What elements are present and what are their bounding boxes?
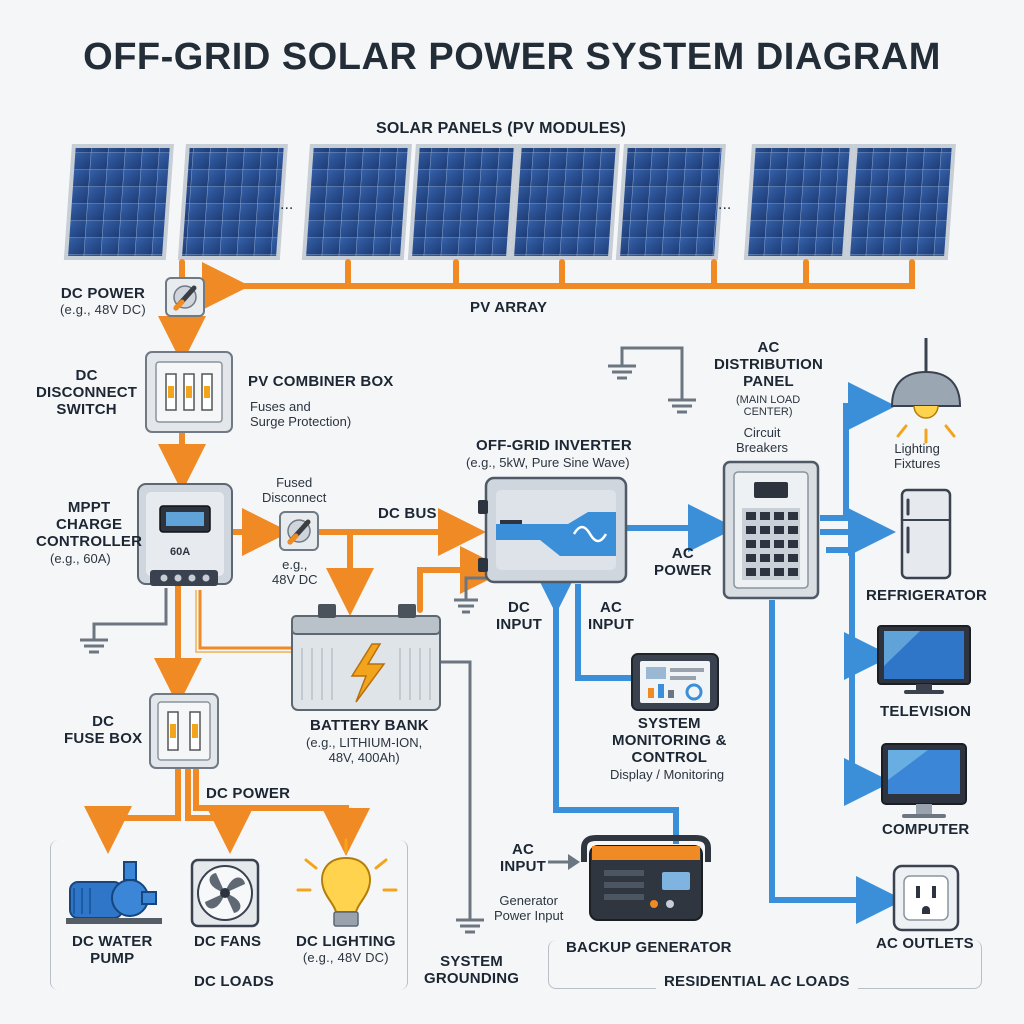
inverter-sub: (e.g., 5kW, Pure Sine Wave): [466, 455, 630, 470]
dc-water-pump-label: DC WATER PUMP: [72, 933, 153, 967]
battery-bank-label: BATTERY BANK: [310, 717, 429, 734]
dc-power-top-sub: (e.g., 48V DC): [60, 301, 146, 317]
solar-panel-1: [63, 144, 174, 260]
dc-power-top-title: DC POWER: [60, 285, 145, 302]
fused-disconnect-sub: e.g., 48V DC: [272, 557, 318, 587]
solar-panel-2: [177, 144, 288, 260]
computer-illustration: [881, 743, 967, 818]
dc-fuse-box-label: DC FUSE BOX: [64, 713, 143, 747]
pv-combiner-box-label: PV COMBINER BOX: [248, 373, 394, 390]
solar-panel-array: [63, 144, 956, 260]
ac-outlets-label: AC OUTLETS: [876, 935, 974, 952]
dc-disconnect-switch-label: DC DISCONNECT SWITCH: [36, 367, 138, 418]
ac-distribution-panel-label: AC DISTRIBUTION PANEL: [714, 339, 824, 390]
dc-disconnect-switch: [165, 277, 205, 317]
mppt-charge-controller: [137, 483, 233, 586]
fused-disconnect: [279, 511, 319, 551]
ac-input-inverter-label: AC INPUT: [588, 599, 634, 633]
grounding-wiring: [80, 346, 696, 934]
dc-loads-label: DC LOADS: [188, 973, 280, 991]
battery-bank: [291, 604, 441, 711]
solar-panel-7: [743, 144, 854, 260]
system-grounding-label: SYSTEM GROUNDING: [424, 953, 520, 987]
dc-loads-frame: [50, 840, 408, 990]
monitoring-sub: Display / Monitoring: [610, 767, 725, 782]
dc-water-pump-illustration: [66, 861, 162, 924]
television-illustration: [877, 625, 971, 694]
dc-power-top-label: DC POWER (e.g., 48V DC): [60, 285, 146, 317]
fused-disconnect-label: Fused Disconnect: [262, 475, 327, 505]
dc-fans-label: DC FANS: [194, 933, 262, 950]
generator-input-arrow: [548, 854, 580, 870]
computer-label: COMPUTER: [882, 821, 970, 838]
solar-panel-8: [845, 144, 956, 260]
ac-input-generator-label: AC INPUT: [500, 841, 546, 875]
mppt-display-readout: 60A: [170, 546, 191, 558]
ac-wiring: [532, 382, 904, 924]
television-label: TELEVISION: [880, 703, 972, 720]
dc-lighting-title: DC LIGHTING: [296, 933, 396, 950]
ac-power-label: AC POWER: [654, 545, 712, 579]
solar-panel-5: [509, 144, 620, 260]
refrigerator-label: REFRIGERATOR: [866, 587, 988, 604]
controller-battery-wiring: [195, 590, 300, 653]
solar-panel-6: [615, 144, 726, 260]
solar-panels-label: SOLAR PANELS (PV MODULES): [376, 120, 627, 137]
dc-bus-label: DC BUS: [378, 505, 437, 522]
pv-combiner-box: [145, 351, 233, 433]
backup-generator: [581, 835, 711, 921]
dc-power-mid-label: DC POWER: [206, 785, 291, 802]
dc-fan-illustration: [190, 858, 260, 928]
ac-distribution-panel: [722, 460, 820, 600]
monitoring-label: SYSTEM MONITORING & CONTROL: [612, 715, 727, 766]
ac-outlet-illustration: [892, 864, 960, 932]
pv-combiner-sub: Fuses and Surge Protection): [250, 399, 352, 429]
dc-input-label: DC INPUT: [496, 599, 542, 633]
monitoring-display: [631, 653, 719, 711]
pv-array-wiring: [84, 259, 915, 856]
battery-bank-sub: (e.g., LITHIUM-ION, 48V, 400Ah): [306, 735, 423, 765]
dc-light-bulb-illustration: [296, 838, 398, 927]
solar-panel-4: [407, 144, 518, 260]
dc-lighting-sub: (e.g., 48V DC): [302, 949, 389, 965]
inverter-label: OFF-GRID INVERTER: [476, 437, 632, 454]
refrigerator-illustration: [900, 488, 952, 580]
generator-power-input-label: Generator Power Input: [494, 893, 564, 923]
backup-generator-label: BACKUP GENERATOR: [566, 939, 732, 956]
off-grid-inverter: [478, 476, 628, 584]
lighting-fixture-illustration: [890, 338, 962, 444]
pv-array-label: PV ARRAY: [470, 299, 548, 316]
mppt-label: MPPT CHARGE CONTROLLER: [36, 499, 143, 550]
mppt-sub: (e.g., 60A): [50, 551, 111, 566]
ellipsis-2: ...: [718, 196, 732, 213]
ellipsis-1: ...: [280, 196, 294, 213]
lighting-fixtures-label: Lighting Fixtures: [894, 441, 941, 471]
dc-fuse-box: [149, 693, 219, 769]
ac-panel-sub: (MAIN LOAD CENTER): [736, 394, 801, 419]
dc-lighting-label: DC LIGHTING (e.g., 48V DC): [296, 933, 396, 965]
solar-panel-3: [301, 144, 412, 260]
diagram-title: OFF-GRID SOLAR POWER SYSTEM DIAGRAM: [83, 36, 941, 78]
circuit-breakers-label: Circuit Breakers: [736, 425, 789, 455]
residential-ac-loads-label: RESIDENTIAL AC LOADS: [656, 973, 858, 991]
